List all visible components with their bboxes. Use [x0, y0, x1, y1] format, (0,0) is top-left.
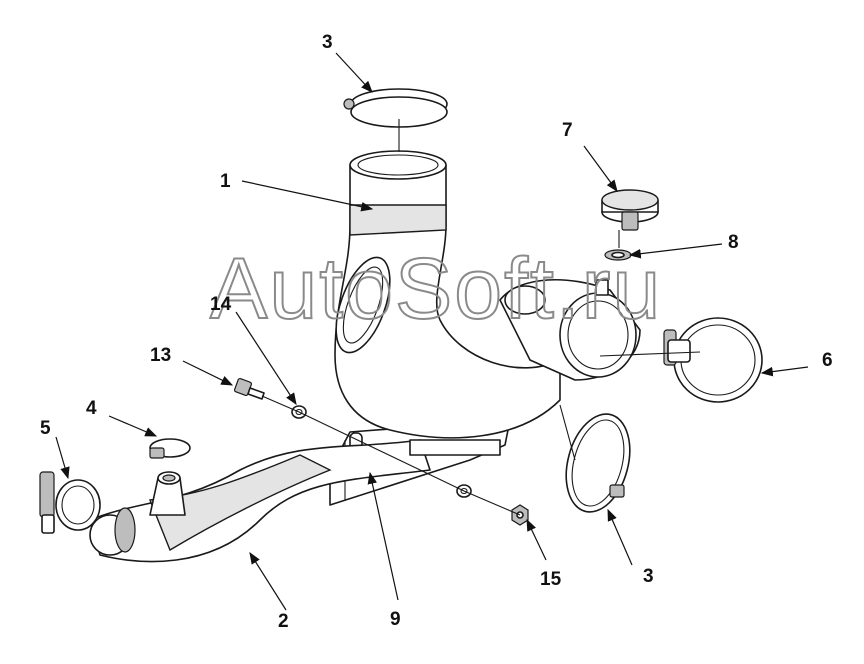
assembly-lines	[261, 119, 701, 516]
callout-large-clamp: 6	[822, 350, 833, 371]
bolt	[233, 377, 265, 400]
leader-lines	[55, 52, 809, 611]
callout-clip: 4	[86, 398, 97, 419]
sensor-seal	[604, 249, 632, 261]
upper-hose-clamp	[343, 88, 448, 128]
callout-elbow: 1	[220, 171, 231, 192]
hose-clip	[149, 438, 191, 459]
lower-hose-clamp	[565, 413, 631, 513]
callout-1-upper-clamp: 3	[322, 32, 333, 53]
callout-nut: 15	[540, 569, 562, 590]
callout-sensor: 7	[562, 120, 573, 141]
callout-labels: 3 1 7 8 6 3 15 9 2 13 14 4 5	[40, 32, 833, 632]
callout-hose: 2	[278, 611, 289, 632]
callout-small-clamp: 5	[40, 418, 51, 439]
small-hose-clamp	[39, 471, 101, 534]
large-hose-clamp	[663, 317, 763, 403]
callout-bolt: 13	[150, 345, 171, 366]
callout-lower-clamp: 3	[643, 566, 654, 587]
callout-seal: 8	[728, 232, 739, 253]
intake-elbow	[334, 150, 641, 456]
lower-hose	[89, 439, 431, 563]
callout-washer: 14	[210, 294, 232, 315]
callout-bracket: 9	[390, 609, 401, 630]
watermark-text: AutoSoft.ru	[210, 241, 662, 337]
sensor	[601, 189, 659, 231]
